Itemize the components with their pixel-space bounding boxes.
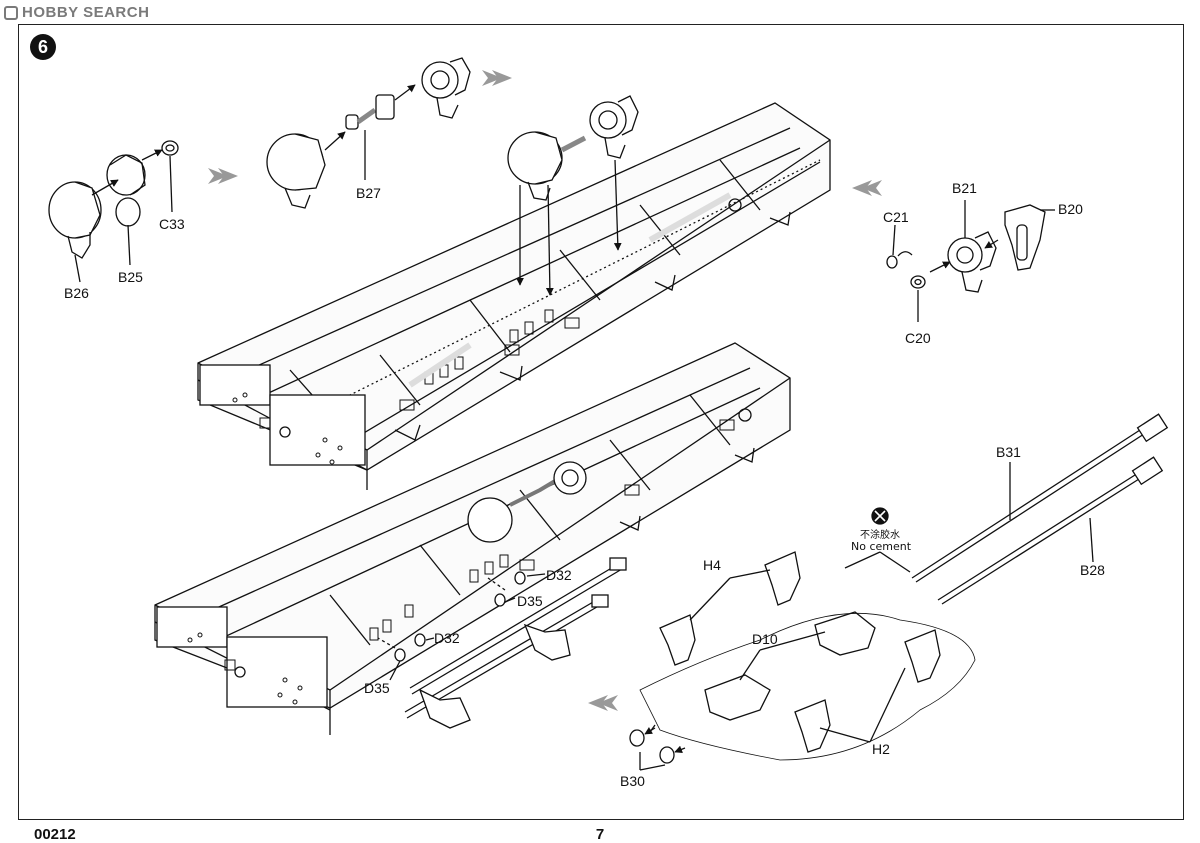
step-number-badge: 6: [30, 34, 56, 60]
label-b26: B26: [64, 285, 89, 301]
label-b28: B28: [1080, 562, 1105, 578]
no-cement-text: No cement: [851, 540, 912, 553]
label-d32-top: D32: [546, 567, 572, 583]
no-cement-chinese: 不涂胶水: [860, 528, 900, 541]
label-b21: B21: [952, 180, 977, 196]
part-labels: B26 B25 C33 B27 B21 B20 C21 C20 B31 B28 …: [64, 180, 1105, 789]
right-hub-assembly: [886, 200, 1055, 322]
hobby-search-logo-icon: [4, 5, 18, 20]
label-d35-top: D35: [517, 593, 543, 609]
suspension-arm-parts: [629, 551, 976, 771]
no-cement-icon: [871, 507, 889, 525]
hub-cover-assembly: [48, 140, 179, 283]
label-c21: C21: [883, 209, 909, 225]
label-b31: B31: [996, 444, 1021, 460]
label-b20: B20: [1058, 201, 1083, 217]
hobby-search-watermark: HOBBY SEARCH: [4, 4, 149, 21]
label-b30: B30: [620, 773, 645, 789]
lower-chassis-frame: [154, 342, 791, 735]
lower-suspension-links: [377, 557, 627, 729]
label-h4: H4: [703, 557, 721, 573]
upper-hub-assembly: [507, 95, 639, 296]
label-d35-bottom: D35: [364, 680, 390, 696]
watermark-text: HOBBY SEARCH: [22, 4, 150, 21]
upper-chassis-frame: [197, 102, 831, 490]
label-b25: B25: [118, 269, 143, 285]
direction-chevrons: [208, 70, 882, 711]
drive-shaft-assembly: [266, 57, 471, 209]
label-c20: C20: [905, 330, 931, 346]
kit-number: 00212: [34, 826, 76, 843]
label-b27: B27: [356, 185, 381, 201]
label-c33: C33: [159, 216, 185, 232]
label-h2: H2: [872, 741, 890, 757]
long-rods: [911, 413, 1169, 605]
instruction-frame: [18, 24, 1184, 820]
label-d32-bottom: D32: [434, 630, 460, 646]
label-d10: D10: [752, 631, 778, 647]
page-number: 7: [595, 826, 605, 843]
